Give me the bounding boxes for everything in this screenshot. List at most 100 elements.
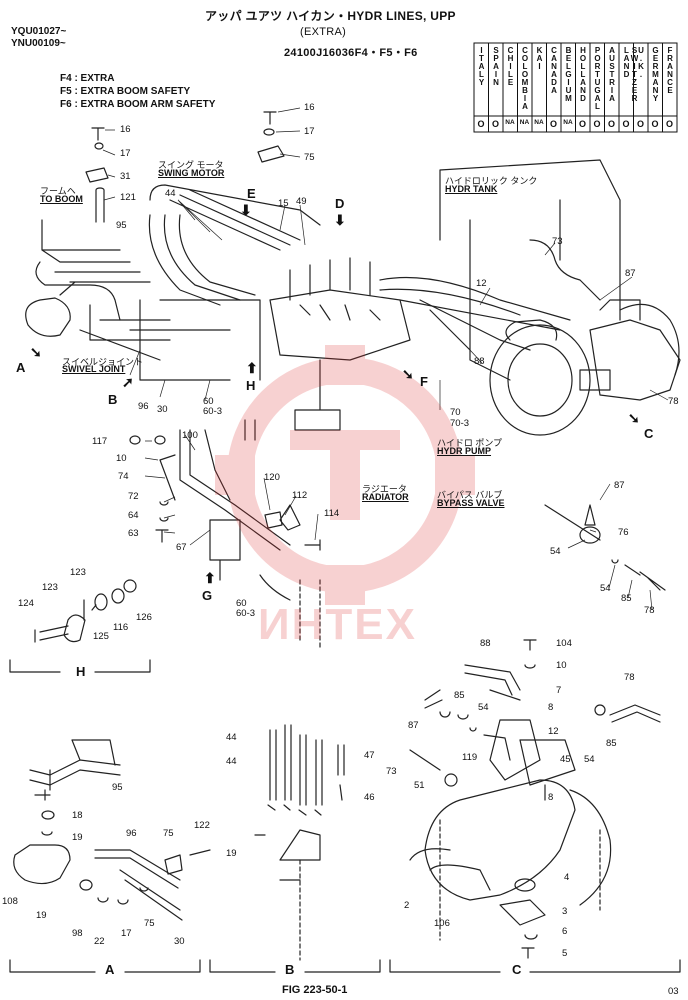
part-number-label: 78 [624, 672, 635, 683]
part-number-label: 95 [116, 220, 127, 231]
part-number-label: 45 [560, 754, 571, 765]
part-number-label: 100 [182, 430, 198, 441]
view-caption-b: B [285, 962, 295, 977]
part-number-label: 51 [414, 780, 425, 791]
part-number-label: 78 [644, 605, 655, 616]
part-number-label: 72 [128, 491, 139, 502]
part-number-label: 116 [113, 622, 129, 633]
to-boom-jp-label: フームヘ [40, 186, 76, 196]
view-letter-f: F [420, 374, 428, 389]
part-number: 24100J16036F4・F5・F6 [284, 47, 418, 59]
country-mark: NA [534, 119, 544, 126]
part-number-label: 120 [264, 472, 280, 483]
country-header: SPAIN [491, 46, 500, 86]
country-header: KAI [535, 46, 543, 70]
part-number-label: 87 [614, 480, 625, 491]
part-number-label: 76 [618, 527, 629, 538]
swing-motor-jp-label: スイング モータ [158, 160, 224, 170]
view-arrow-g-icon: ⬆ [204, 570, 216, 586]
part-number-label: 88 [474, 356, 485, 367]
part-number-label: 87 [408, 720, 419, 731]
part-number-label: 15 [278, 198, 289, 209]
hydr-pump-jp-label: ハイドロ ポンプ [437, 438, 503, 448]
part-number-label: 22 [94, 936, 105, 947]
bypass-valve-jp-label: バイパス バルブ [437, 490, 503, 500]
part-number-label: 44 [226, 732, 237, 743]
part-number-label: 60-3 [236, 608, 256, 619]
country-mark: NA [519, 119, 530, 126]
part-number-label: 4 [564, 872, 570, 883]
part-number-label: 10 [116, 453, 127, 464]
part-number-label: 10 [556, 660, 567, 671]
part-number-label: 7 [556, 685, 562, 696]
view-arrow-c-icon: ➘ [628, 410, 640, 426]
hydr-tank-jp-label: ハイドロリック タンク [445, 176, 538, 186]
view-letter-g: G [202, 588, 213, 603]
part-number-label: 17 [304, 126, 315, 137]
part-number-label: 85 [621, 593, 632, 604]
part-number-label: 30 [157, 404, 168, 415]
view-arrow-d-icon: ⬇ [334, 212, 346, 228]
radiator-label: RADIATOR [362, 492, 409, 502]
part-number-label: 44 [165, 188, 176, 199]
part-number-label: 60-3 [203, 406, 223, 417]
part-number-label: 54 [584, 754, 595, 765]
part-number-label: 19 [36, 910, 47, 921]
serial-range-2: YNU00109~ [11, 38, 66, 49]
country-mark: O [593, 119, 601, 129]
part-number-label: 31 [120, 171, 131, 182]
part-number-label: 75 [304, 152, 315, 163]
country-mark: O [636, 119, 644, 129]
country-header: U.K. [636, 46, 645, 78]
part-number-label: 70 [450, 407, 461, 418]
part-number-label: 63 [128, 528, 139, 539]
country-header: CHILE [506, 46, 514, 86]
hydr-pump-label: HYDR PUMP [437, 446, 492, 456]
part-number-label: 85 [454, 690, 465, 701]
part-number-label: 3 [562, 906, 568, 917]
country-mark: O [665, 119, 673, 129]
part-number-label: 49 [296, 196, 307, 207]
part-number-label: 54 [478, 702, 489, 713]
view-arrow-h-icon: ⬆ [246, 360, 258, 376]
watermark-text: ИНТЕХ [258, 600, 417, 649]
figure-caption: FIG 223-50-1 [282, 984, 348, 996]
view-arrow-e-icon: ⬇ [240, 202, 252, 218]
part-number-label: 126 [136, 612, 152, 623]
country-header: PORTUGAL [593, 46, 601, 110]
part-number-label: 125 [93, 631, 109, 642]
part-number-label: 2 [404, 900, 410, 911]
part-number-label: 70-3 [450, 418, 470, 429]
part-number-label: 74 [118, 471, 129, 482]
country-header: COLOMBIA [520, 46, 529, 110]
view-letter-d: D [335, 196, 345, 211]
part-number-label: 121 [120, 192, 136, 203]
part-number-label: 64 [128, 510, 139, 521]
part-number-label: 12 [476, 278, 487, 289]
part-number-label: 87 [625, 268, 636, 279]
view-caption-a: A [105, 962, 115, 977]
country-mark: NA [563, 119, 573, 126]
part-number-label: 73 [552, 236, 563, 247]
country-mark: O [622, 119, 630, 129]
part-number-label: 98 [72, 928, 83, 939]
radiator-jp-label: ラジエータ [362, 484, 407, 494]
country-mark: O [491, 119, 499, 129]
part-number-label: 122 [194, 820, 210, 831]
view-letter-h: H [246, 378, 256, 393]
to-boom-label: TO BOOM [40, 194, 83, 204]
part-number-label: 67 [176, 542, 187, 553]
country-mark: O [477, 119, 485, 129]
part-number-label: 104 [556, 638, 572, 649]
country-header: AUSTRIA [607, 46, 616, 102]
country-mark: NA [505, 119, 515, 126]
part-number-label: 73 [386, 766, 397, 777]
country-header: FRANCE [665, 46, 674, 94]
part-number-label: 19 [226, 848, 237, 859]
part-number-label: 108 [2, 896, 18, 907]
part-number-label: 5 [562, 948, 568, 959]
part-number-label: 46 [364, 792, 375, 803]
part-number-label: 17 [120, 148, 131, 159]
